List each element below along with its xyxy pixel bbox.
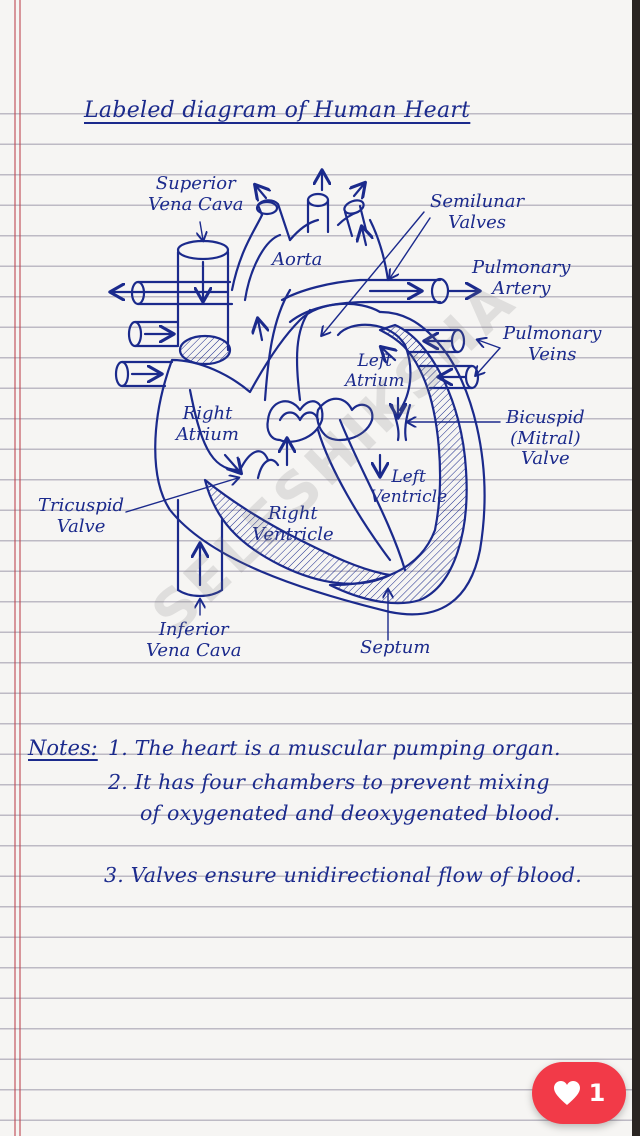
inferior-vena-cava (176, 498, 224, 592)
note-item-2-continued: of oxygenated and deoxygenated blood. (140, 801, 561, 825)
svc-opening (176, 239, 230, 261)
pulmonary-artery (280, 278, 442, 324)
septum-line (316, 418, 407, 572)
pulmonary-veins (403, 328, 474, 390)
label-septum: Septum (360, 637, 431, 658)
page-header-blank (0, 0, 632, 96)
page-title: Labeled diagram of Human Heart (84, 98, 471, 123)
notes-heading: Notes: (28, 736, 98, 760)
right-wall (203, 478, 392, 585)
heart-outline (154, 302, 486, 616)
aorta (230, 210, 390, 302)
myocardium (328, 323, 468, 605)
like-button[interactable]: 1 (532, 1062, 626, 1124)
semilunar-valve-left (316, 397, 374, 442)
page-edge (632, 0, 640, 1136)
left-atrium-chamber (336, 323, 412, 412)
superior-vena-cava (176, 250, 230, 352)
semilunar-valve-right (266, 400, 324, 443)
margin-line (14, 0, 16, 1136)
note-item-2: 2. It has four chambers to prevent mixin… (108, 770, 550, 794)
heart-icon (553, 1081, 580, 1105)
label-bicuspid-valve: Bicuspid(Mitral)Valve (506, 407, 585, 470)
label-aorta: Aorta (272, 249, 323, 270)
like-count: 1 (588, 1079, 606, 1107)
svc-valve (178, 334, 232, 366)
note-item-3: 3. Valves ensure unidirectional flow of … (104, 863, 582, 887)
note-item-1: 1. The heart is a muscular pumping organ… (108, 736, 561, 760)
margin-line (19, 0, 21, 1136)
heart-drawing (0, 0, 501, 641)
